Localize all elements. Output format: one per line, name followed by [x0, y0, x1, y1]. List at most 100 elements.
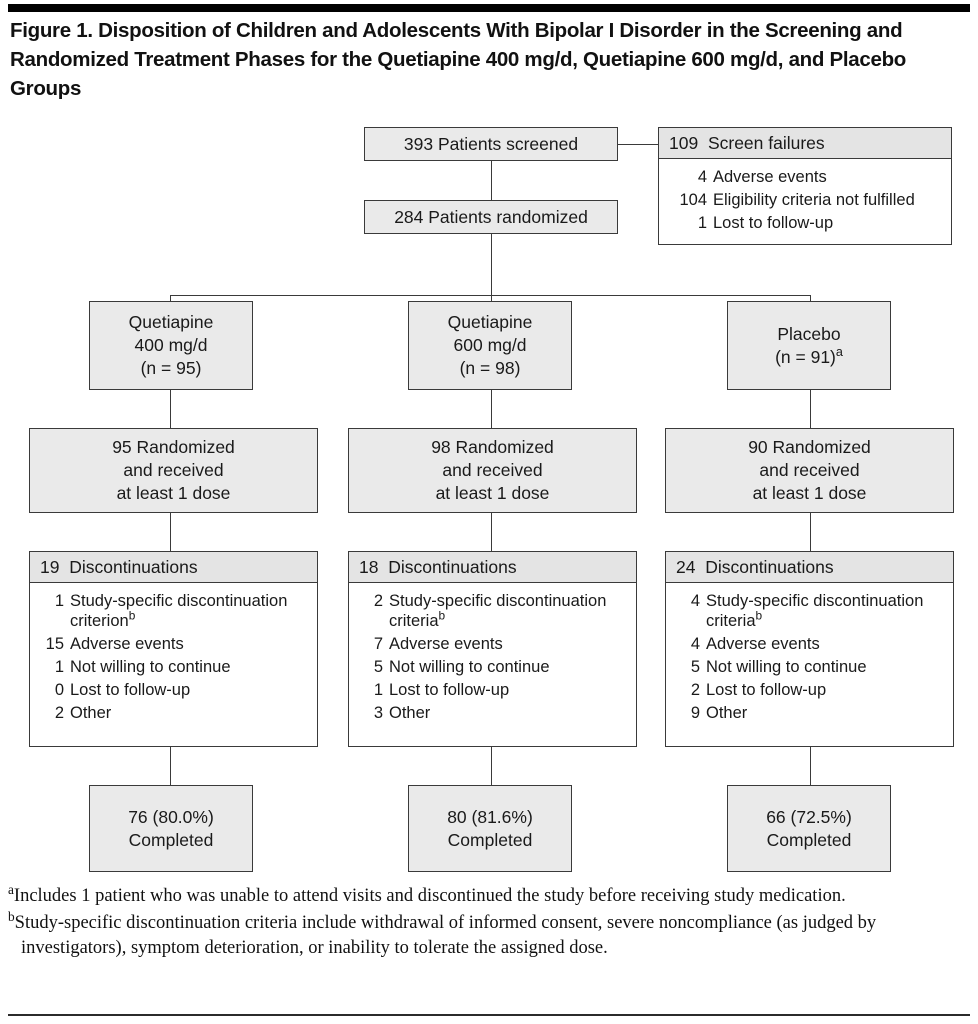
connector-arm1-received-to-disc: [170, 513, 171, 551]
list-item: 4 Study-specific discontinuation criteri…: [666, 591, 949, 631]
list-item: 1 Lost to follow-up: [349, 680, 632, 700]
received-line-3: at least 1 dose: [435, 483, 550, 503]
connector-arm1-disc-to-completed: [170, 747, 171, 785]
list-item: 2 Lost to follow-up: [666, 680, 949, 700]
box-discontinuations-quetiapine-400: 19 Discontinuations 1 Study-specific dis…: [29, 551, 318, 747]
completed-count: 66 (72.5%): [766, 806, 852, 827]
connector-to-arm-3: [810, 295, 811, 301]
list-item: 104 Eligibility criteria not fulfilled: [659, 190, 947, 210]
group-n: (n = 95): [140, 358, 202, 378]
list-item: 2 Other: [30, 703, 313, 723]
list-item-label: Study-specific discontinuation criterion…: [70, 591, 313, 631]
connector-arm3-received-to-disc: [810, 513, 811, 551]
list-item: 0 Lost to follow-up: [30, 680, 313, 700]
list-item-label: Adverse events: [389, 635, 503, 653]
footnotes: aIncludes 1 patient who was unable to at…: [8, 881, 970, 963]
list-item: 1 Lost to follow-up: [659, 213, 947, 233]
footnote-marker-a: a: [8, 881, 14, 897]
footnote-marker-b: b: [8, 908, 15, 924]
footnote-marker: b: [755, 608, 763, 623]
list-item-count: 1: [373, 681, 383, 699]
list-item-label: Lost to follow-up: [389, 681, 510, 699]
received-line-2: and received: [442, 460, 543, 480]
list-item-text: Study-specific discontinuation criterion: [70, 592, 288, 630]
connector-screened-to-randomized: [491, 161, 492, 200]
list-item-text: Study-specific discontinuation criteria: [706, 592, 924, 630]
received-line-1: 98 Randomized: [431, 437, 554, 457]
connector-arm2-group-to-received: [491, 390, 492, 428]
box-group-placebo: Placebo (n = 91)a: [727, 301, 891, 390]
discontinuations-title: Discontinuations: [705, 557, 834, 577]
list-item-label: Adverse events: [706, 635, 820, 653]
box-received-quetiapine-600: 98 Randomized and received at least 1 do…: [348, 428, 637, 513]
list-item: 4 Adverse events: [659, 167, 947, 187]
box-group-quetiapine-600: Quetiapine 600 mg/d (n = 98): [408, 301, 572, 390]
list-item-label: Adverse events: [70, 635, 184, 653]
box-discontinuations-placebo: 24 Discontinuations 4 Study-specific dis…: [665, 551, 954, 747]
completed-count: 80 (81.6%): [447, 806, 533, 827]
list-item-label: Other: [706, 704, 748, 722]
list-item-label: Eligibility criteria not fulfilled: [713, 191, 915, 209]
list-item: 9 Other: [666, 703, 949, 723]
connector-arm3-group-to-received: [810, 390, 811, 428]
list-item-count: 3: [373, 704, 383, 722]
connector-to-arm-2: [491, 295, 492, 301]
completed-label: Completed: [766, 829, 852, 850]
discontinuations-list: 4 Study-specific discontinuation criteri…: [666, 583, 953, 731]
group-name: Quetiapine: [128, 312, 214, 332]
received-line-3: at least 1 dose: [752, 483, 867, 503]
list-item-count: 4: [690, 635, 700, 653]
list-item-count: 104: [679, 191, 707, 209]
discontinuations-header: 18 Discontinuations: [349, 552, 636, 583]
discontinuations-title: Discontinuations: [69, 557, 198, 577]
list-item: 5 Not willing to continue: [666, 657, 949, 677]
list-item-count: 5: [373, 658, 383, 676]
connector-arm2-received-to-disc: [491, 513, 492, 551]
patients-randomized-label: 284 Patients randomized: [394, 206, 588, 227]
list-item-label: Other: [70, 704, 112, 722]
box-received-placebo: 90 Randomized and received at least 1 do…: [665, 428, 954, 513]
list-item-label: Lost to follow-up: [706, 681, 827, 699]
list-item-count: 2: [54, 704, 64, 722]
footnote-a: aIncludes 1 patient who was unable to at…: [8, 881, 970, 910]
group-dose: 400 mg/d: [134, 335, 208, 355]
connector-arm2-disc-to-completed: [491, 747, 492, 785]
list-item-count: 0: [54, 681, 64, 699]
list-item-count: 1: [54, 592, 64, 610]
discontinuations-count: 18: [359, 557, 379, 577]
discontinuations-title: Discontinuations: [388, 557, 517, 577]
list-item-count: 4: [697, 168, 707, 186]
list-item-label: Not willing to continue: [70, 658, 231, 676]
list-item: 5 Not willing to continue: [349, 657, 632, 677]
screen-failures-count: 109: [669, 133, 699, 153]
screen-failures-header: 109 Screen failures: [659, 128, 951, 159]
group-n: (n = 98): [459, 358, 521, 378]
group-n: (n = 91)a: [775, 344, 843, 369]
group-dose: 600 mg/d: [453, 335, 527, 355]
list-item-count: 2: [373, 592, 383, 610]
list-item-label: Adverse events: [713, 168, 827, 186]
list-item-label: Not willing to continue: [706, 658, 867, 676]
discontinuations-header: 19 Discontinuations: [30, 552, 317, 583]
list-item-label: Lost to follow-up: [70, 681, 191, 699]
group-name: Placebo: [777, 323, 841, 344]
connector-arm1-group-to-received: [170, 390, 171, 428]
bottom-rule: [8, 1014, 970, 1016]
list-item-count: 9: [690, 704, 700, 722]
footnote-b-text: Study-specific discontinuation criteria …: [14, 912, 877, 959]
connector-to-arm-1: [170, 295, 171, 301]
received-line-2: and received: [759, 460, 860, 480]
list-item-text: Study-specific discontinuation criteria: [389, 592, 607, 630]
list-item-label: Other: [389, 704, 431, 722]
list-item: 3 Other: [349, 703, 632, 723]
completed-label: Completed: [447, 829, 533, 850]
group-n-text: (n = 91): [775, 346, 836, 367]
group-name: Quetiapine: [447, 312, 533, 332]
box-discontinuations-quetiapine-600: 18 Discontinuations 2 Study-specific dis…: [348, 551, 637, 747]
footnote-marker: b: [128, 608, 136, 623]
received-line-2: and received: [123, 460, 224, 480]
list-item: 7 Adverse events: [349, 634, 632, 654]
list-item-label: Study-specific discontinuation criteriab: [706, 591, 949, 631]
footnote-marker: a: [835, 344, 843, 359]
footnote-marker: b: [438, 608, 446, 623]
